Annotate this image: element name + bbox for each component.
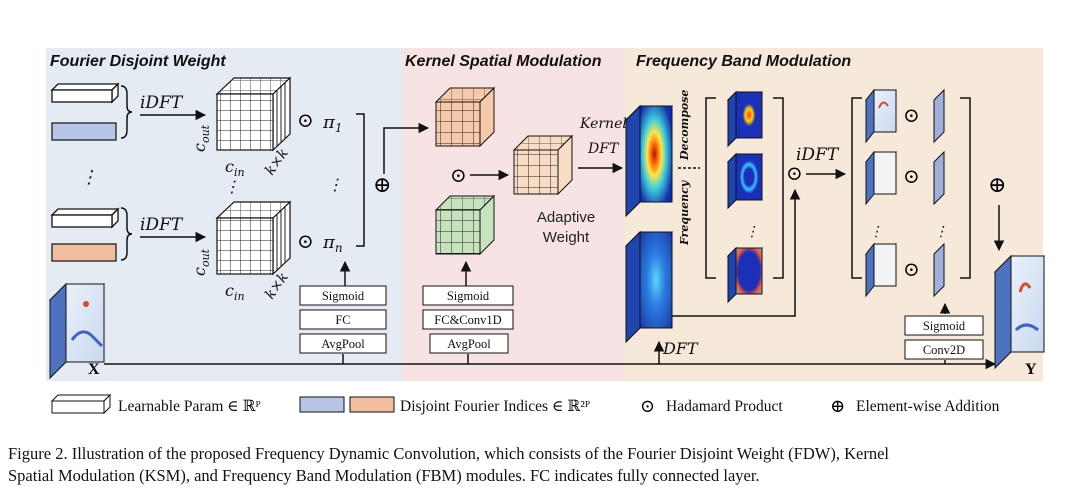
legend-learnable-swatch: [50, 393, 112, 415]
kernel-dft-label-2: DFT: [587, 141, 620, 157]
ksm-sigmoid: Sigmoid: [447, 289, 490, 303]
figure-caption: Figure 2. Illustration of the proposed F…: [8, 443, 1072, 487]
c-in-bottom: cin: [225, 281, 245, 303]
band-weight-vdots: ⋮: [934, 224, 948, 240]
kernel-dft-label-1: Kernel: [579, 116, 627, 132]
adaptive-weight-cube: [512, 134, 574, 196]
band-feature-1: [864, 88, 898, 144]
output-feature-y: [993, 254, 1046, 370]
band-feature-vdots: ⋮: [869, 224, 883, 240]
fdw-avgpool: AvgPool: [321, 337, 365, 351]
fbm-hadamard-n: ⊙: [903, 259, 920, 281]
frequency-label: Frequency: [678, 179, 691, 246]
c-out-top: cout: [190, 124, 212, 152]
band-weight-n: [933, 242, 945, 298]
learnable-param-top: [50, 82, 120, 104]
fdw-sigmoid: Sigmoid: [322, 289, 365, 303]
fbm-hadamard: ⊙: [786, 163, 803, 185]
ksm-orange-cube: [434, 86, 496, 148]
brace-bottom: [120, 207, 133, 261]
fdw-vdots-left: ⋮: [80, 167, 98, 188]
fdw-vdots-mid: ⋮: [224, 177, 240, 196]
section-title-fbm: Frequency Band Modulation: [636, 53, 851, 70]
fdw-fc: FC: [335, 313, 350, 327]
input-spectrum: [624, 230, 674, 344]
caption-line-2: Spatial Modulation (KSM), and Frequency …: [8, 466, 760, 485]
fbm-attention-stack: Sigmoid Conv2D: [904, 315, 984, 360]
decompose-label: Decompose: [678, 90, 691, 161]
weight-cube-top: [215, 76, 292, 152]
fourier-indices-orange: [51, 243, 117, 262]
hadamard-top: ⊙: [297, 110, 314, 132]
band-feature-2: [864, 150, 898, 206]
c-out-bottom: cout: [190, 248, 212, 276]
band-feature-n: [864, 242, 898, 298]
weight-cube-bottom: [215, 200, 292, 276]
fbm-sum-icon: ⊕: [988, 172, 1006, 197]
ksm-fc-conv1d: FC&Conv1D: [434, 313, 501, 327]
legend-addition-icon: ⊕: [830, 396, 845, 416]
input-feature-x: [48, 282, 106, 380]
fbm-hadamard-1: ⊙: [903, 105, 920, 127]
ksm-attention-stack: Sigmoid FC&Conv1D AvgPool: [422, 285, 514, 354]
band-weight-2: [933, 150, 945, 206]
fdw-sum-icon: ⊕: [373, 172, 391, 197]
learnable-param-bottom: [50, 207, 120, 229]
hadamard-bottom: ⊙: [297, 231, 314, 253]
band-1: [726, 90, 764, 148]
legend-orange-swatch: [349, 396, 395, 413]
fbm-sigmoid: Sigmoid: [923, 319, 966, 333]
idft-bottom-label: iDFT: [140, 215, 184, 235]
bands-vdots: ⋮: [745, 224, 759, 240]
c-in-top: cin: [225, 157, 245, 179]
fbm-hadamard-2: ⊙: [903, 166, 920, 188]
fbm-idft-label: iDFT: [796, 145, 840, 165]
legend-addition-text: Element-wise Addition: [856, 398, 1000, 415]
output-y-label: Y: [1025, 361, 1037, 378]
idft-top-label: iDFT: [140, 93, 184, 113]
band-2: [726, 152, 764, 210]
legend-learnable-text: Learnable Param ∈ ℝᴾ: [118, 398, 261, 415]
legend: Learnable Param ∈ ℝᴾ Disjoint Fourier In…: [50, 393, 1000, 416]
caption-line-1: Figure 2. Illustration of the proposed F…: [8, 444, 889, 463]
legend-hadamard-text: Hadamard Product: [666, 398, 783, 415]
pi-1-label: π1: [322, 112, 342, 135]
fdw-vdots-right: ⋮: [327, 175, 343, 194]
legend-blue-swatch: [299, 396, 345, 413]
section-title-ksm: Kernel Spatial Modulation: [405, 53, 602, 70]
fbm-conv2d: Conv2D: [923, 343, 965, 357]
ksm-green-cube: [434, 194, 496, 256]
section-title-fdw: Fourier Disjoint Weight: [50, 53, 226, 70]
ksm-avgpool: AvgPool: [447, 337, 491, 351]
legend-hadamard-icon: ⊙: [640, 396, 655, 416]
pi-n-label: πn: [322, 232, 343, 255]
fdw-attention-stack: Sigmoid FC AvgPool: [299, 285, 387, 354]
dft-label: DFT: [662, 339, 699, 358]
fourier-indices-blue: [51, 122, 117, 141]
fdw-right-brace: [356, 113, 365, 247]
band-n: [726, 246, 764, 304]
ksm-hadamard: ⊙: [450, 165, 467, 187]
band-weight-1: [933, 88, 945, 144]
kernel-spectrum: [624, 104, 674, 218]
input-x-label: X: [88, 361, 100, 378]
brace-top: [120, 85, 133, 139]
adaptive-label-2: Weight: [543, 229, 590, 246]
figure-diagram: Fourier Disjoint Weight Kernel Spatial M…: [46, 48, 1046, 416]
adaptive-label-1: Adaptive: [537, 209, 595, 226]
legend-disjoint-text: Disjoint Fourier Indices ∈ ℝ²ᴾ: [400, 398, 590, 415]
